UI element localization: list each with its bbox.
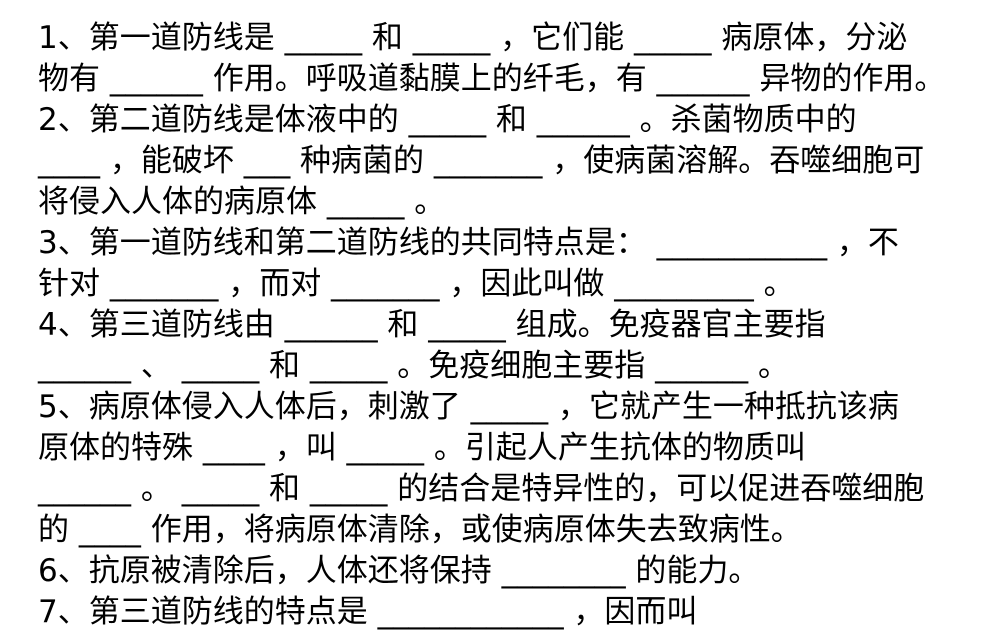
text-line: 物有 ______ 作用。呼吸道黏膜上的纤毛，有 ______ 异物的作用。 [38,61,946,97]
text-line: ______ 、 _____ 和 _____ 。免疫细胞主要指 ______ 。 [38,348,789,384]
text-line: 2、第二道防线是体液中的 _____ 和 ______ 。杀菌物质中的 [38,102,857,138]
text-line: 的 ____ 作用，将病原体清除，或使病原体失去致病性。 [38,512,802,548]
text-line: ____ ，能破坏 ___ 种病菌的 _______ ，使病菌溶解。吞噬细胞可 [38,143,925,179]
text-line: 针对 _______ ，而对 _______ ，因此叫做 _________ 。 [38,266,795,302]
text-line: 4、第三道防线由 ______ 和 _____ 组成。免疫器官主要指 [38,307,826,343]
text-line: 7、第三道防线的特点是 ____________ ，因而叫 [38,594,698,630]
text-line: 将侵入人体的病原体 _____ 。 [38,184,446,220]
text-line: 1、第一道防线是 _____ 和 _____ ，它们能 _____ 病原体，分泌 [38,20,908,56]
text-line: 3、第一道防线和第二道防线的共同特点是： ___________ ，不 [38,225,899,261]
text-line: 5、病原体侵入人体后，刺激了 _____ ，它就产生一种抵抗该病 [38,389,899,425]
text-line: ______ 。 _____ 和 _____ 的结合是特异性的，可以促进吞噬细胞 [38,471,925,507]
text-line: 原体的特殊 ____ ，叫 _____ 。引起人产生抗体的物质叫 [38,430,806,466]
worksheet-text: 1、第一道防线是 _____ 和 _____ ，它们能 _____ 病原体，分泌… [38,18,988,633]
text-line: 6、抗原被清除后，人体还将保持 ________ 的能力。 [38,553,760,589]
